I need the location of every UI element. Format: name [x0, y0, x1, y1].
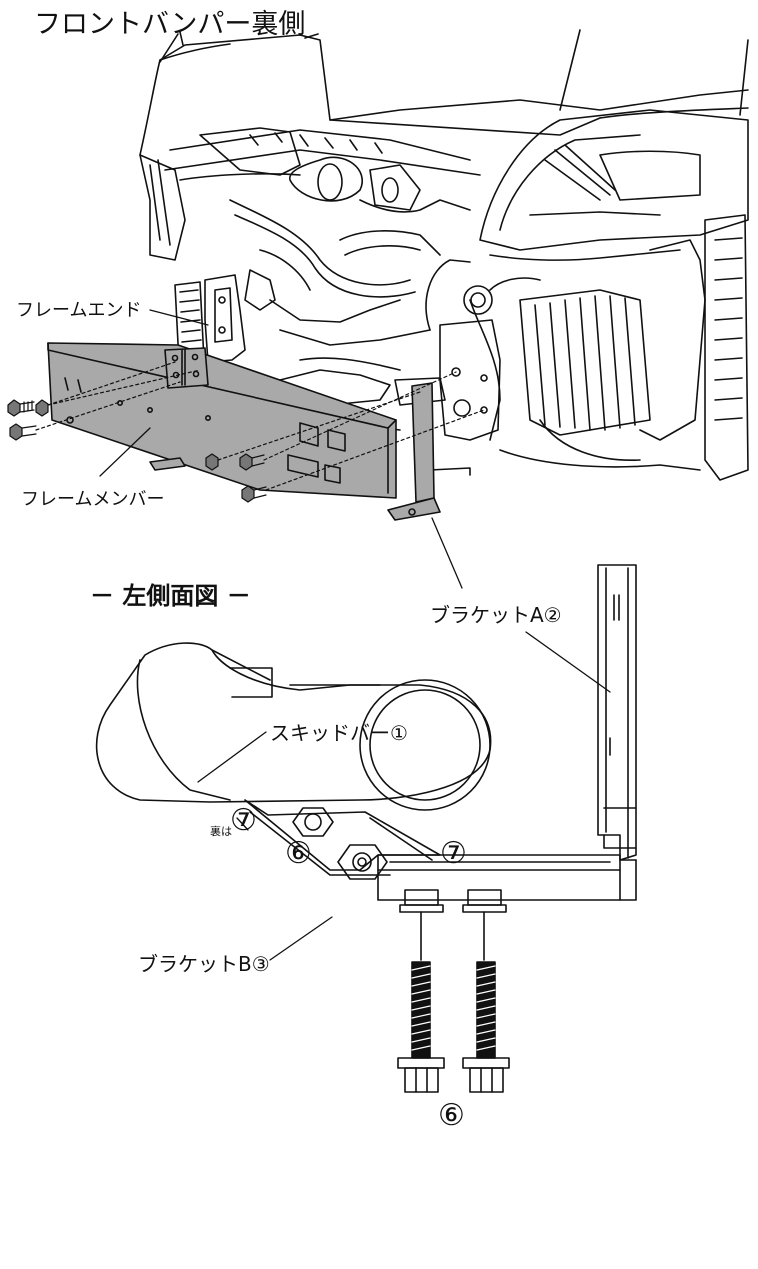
- label-back-prefix: 裏は: [210, 825, 232, 838]
- label-skid-bar: スキッドバー①: [270, 721, 408, 745]
- callout-7-washer: ⑦: [440, 836, 467, 871]
- frame-member: [47, 342, 397, 499]
- label-frame-member: フレームメンバー: [21, 489, 165, 510]
- bolts-top-view: [7, 361, 485, 503]
- left-bracket: [164, 347, 209, 389]
- bolt-thread-left: [411, 961, 431, 1059]
- diagram-title: フロントバンパー裏側: [34, 9, 306, 40]
- bolt-thread-right: [476, 961, 496, 1059]
- callout-6-bolt: ⑥: [438, 1098, 465, 1133]
- lower-leader-lines: [197, 631, 611, 961]
- skid-bar-side-view: [95, 642, 492, 811]
- side-view-title: － 左側面図 －: [90, 582, 251, 610]
- label-bracket-b: ブラケットB③: [138, 952, 270, 976]
- bracket-b-side-view: [244, 799, 441, 876]
- callout-6-nut: ⑥: [285, 836, 312, 871]
- bracket-a-side-view: [377, 564, 637, 901]
- upper-leader-lines: [99, 309, 463, 589]
- bracket-a-top-view: [149, 382, 441, 521]
- label-bracket-a: ブラケットA②: [430, 603, 562, 627]
- bolts-side-view: [397, 889, 510, 1093]
- label-frame-end: フレームエンド: [16, 300, 142, 321]
- nuts-side-view: [292, 807, 388, 880]
- callout-7-back: ⑦: [230, 803, 257, 838]
